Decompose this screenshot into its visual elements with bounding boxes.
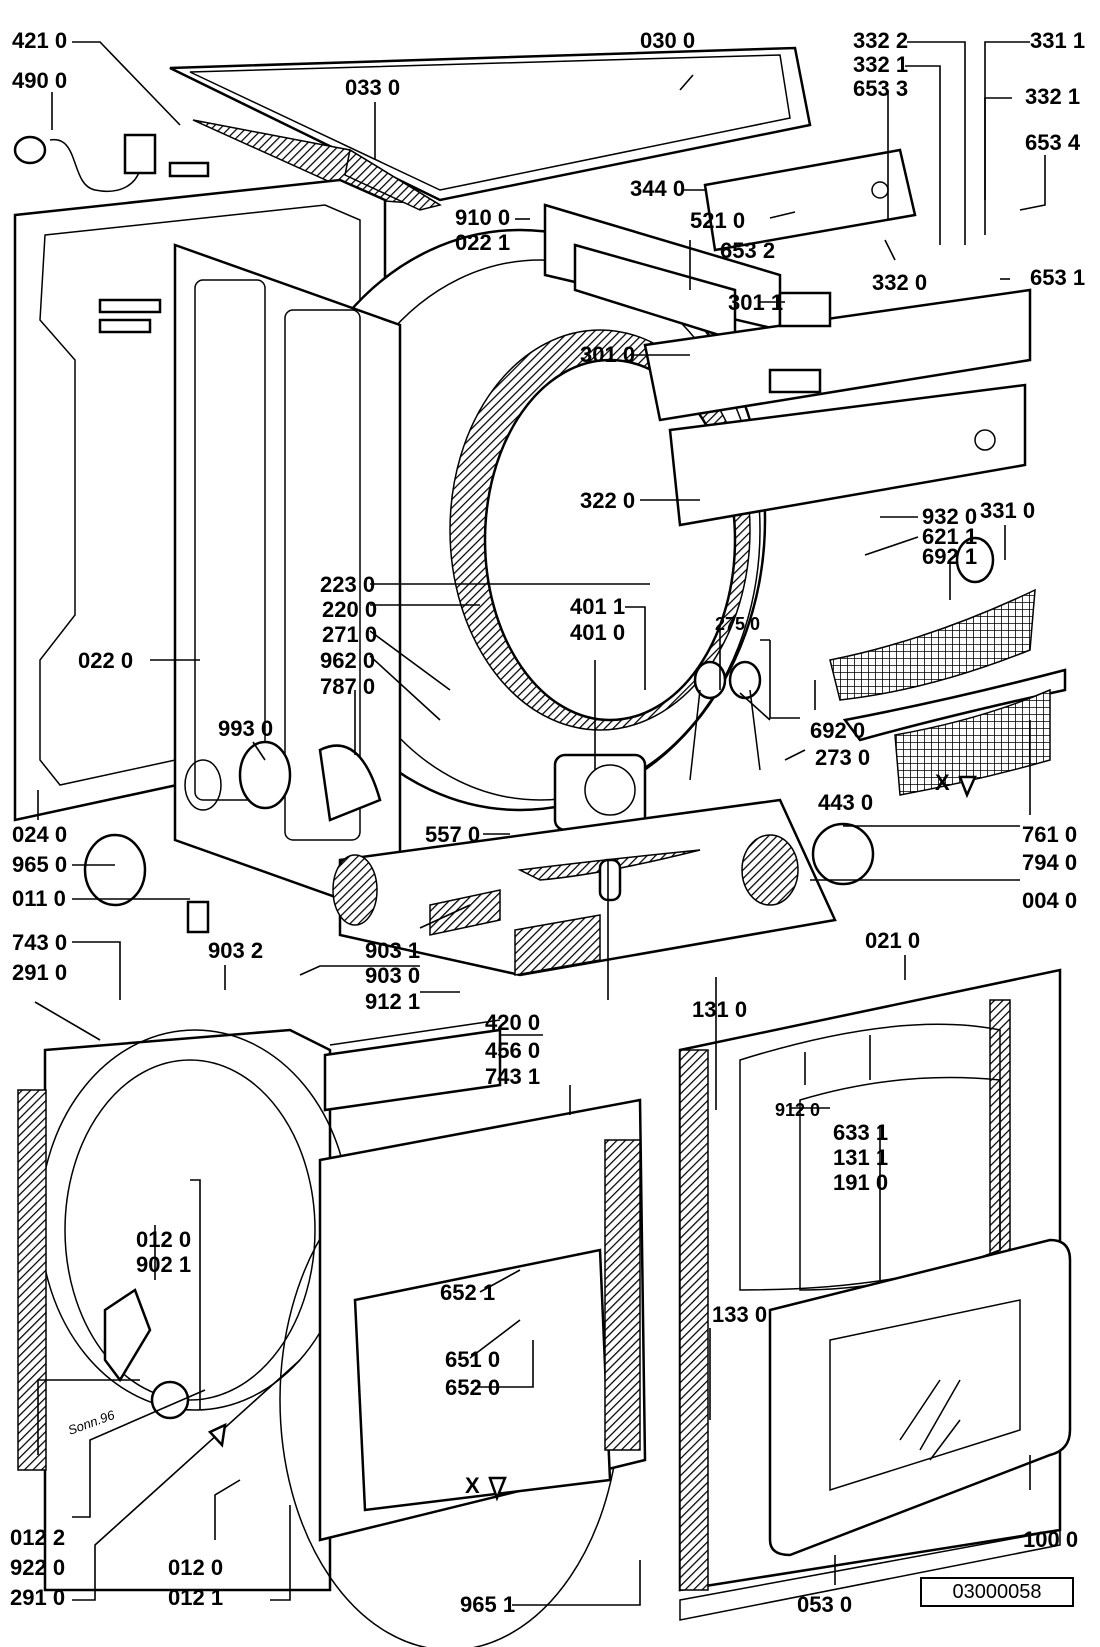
- part-label: 993 0: [218, 716, 273, 741]
- part-label: 223 0: [320, 572, 375, 597]
- part-label: 903 2: [208, 938, 263, 963]
- direction-label-filter: X: [935, 770, 950, 795]
- part-label: 191 0: [833, 1170, 888, 1195]
- part-label: 301 0: [580, 342, 635, 367]
- part-label: 653 2: [720, 238, 775, 263]
- part-label: 922 0: [10, 1555, 65, 1580]
- part-label: 322 0: [580, 488, 635, 513]
- part-label: 012 2: [10, 1525, 65, 1550]
- part-label: 332 1: [1025, 84, 1080, 109]
- part-label: 030 0: [640, 28, 695, 53]
- part-label: 794 0: [1022, 850, 1077, 875]
- document-id-box: 03000058: [920, 1577, 1074, 1607]
- part-label: 022 1: [455, 230, 510, 255]
- part-label: 787 0: [320, 674, 375, 699]
- part-label: 271 0: [322, 622, 377, 647]
- part-label: 331 0: [980, 498, 1035, 523]
- part-label: 621 1: [922, 524, 977, 549]
- part-label: 275 0: [715, 614, 760, 634]
- base-frame: [332, 798, 837, 977]
- part-label: 965 1: [460, 1592, 515, 1617]
- part-label: 420 0: [485, 1010, 540, 1035]
- knob: [955, 536, 995, 584]
- part-label: 053 0: [797, 1592, 852, 1617]
- part-label: 401 1: [570, 594, 625, 619]
- part-label: 633 1: [833, 1120, 888, 1145]
- part-label: 004 0: [1022, 888, 1077, 913]
- direction-arrow-icon: [488, 1476, 507, 1502]
- part-label: 131 1: [833, 1145, 888, 1170]
- part-label: 557 0: [425, 822, 480, 847]
- part-label: 443 0: [818, 790, 873, 815]
- small-parts: [83, 744, 875, 934]
- part-label: 652 0: [445, 1375, 500, 1400]
- part-label: 692 1: [922, 544, 977, 569]
- part-label: 012 0: [168, 1555, 223, 1580]
- part-label: 401 0: [570, 620, 625, 645]
- part-label: 962 0: [320, 648, 375, 673]
- part-label: 743 0: [12, 930, 67, 955]
- rear-panel: [17, 1028, 351, 1592]
- part-label: 910 0: [455, 205, 510, 230]
- part-label: 100 0: [1023, 1527, 1078, 1552]
- part-label: 021 0: [865, 928, 920, 953]
- part-label: 291 0: [10, 1585, 65, 1610]
- part-label: 932 0: [922, 504, 977, 529]
- leader-lines: [34, 41, 1046, 1606]
- heater: [323, 1019, 502, 1112]
- bearing-assembly: [279, 1098, 647, 1647]
- part-label: 692 0: [810, 718, 865, 743]
- part-label: 011 0: [12, 886, 66, 911]
- part-label: 490 0: [12, 68, 67, 93]
- part-label: 301 1: [728, 290, 783, 315]
- part-label: 965 0: [12, 852, 67, 877]
- part-label: 743 1: [485, 1064, 540, 1089]
- part-label: 332 2: [853, 28, 908, 53]
- part-label: 012 0: [136, 1227, 191, 1252]
- door: [679, 1238, 1072, 1621]
- part-label: 332 1: [853, 52, 908, 77]
- control-panel: [643, 288, 1032, 422]
- part-label: 331 1: [1030, 28, 1085, 53]
- part-label: 033 0: [345, 75, 400, 100]
- part-label: 902 1: [136, 1252, 191, 1277]
- part-label: 521 0: [690, 208, 745, 233]
- part-labels: 421 0 490 0 030 0 033 0 332 2 332 1 653 …: [10, 28, 1085, 1617]
- part-label: 653 4: [1025, 130, 1081, 155]
- part-label: 332 0: [872, 270, 927, 295]
- part-label: 220 0: [322, 597, 377, 622]
- power-cord: [13, 133, 210, 192]
- part-label: 022 0: [78, 648, 133, 673]
- part-label: 761 0: [1022, 822, 1077, 847]
- part-label: 024 0: [12, 822, 67, 847]
- part-label: 912 0: [775, 1100, 820, 1120]
- part-label: 291 0: [12, 960, 67, 985]
- control-pcb: [703, 148, 917, 252]
- part-label: 653 3: [853, 76, 908, 101]
- top-cover: [169, 46, 812, 211]
- direction-arrow-icon: [207, 1422, 227, 1448]
- part-label: 133 0: [712, 1302, 767, 1327]
- direction-arrow-icon: [958, 775, 977, 799]
- part-label: 912 1: [365, 989, 420, 1014]
- fascia: [668, 383, 1027, 527]
- door-hinge: [689, 660, 762, 781]
- part-label: 651 0: [445, 1347, 500, 1372]
- part-label: 903 1: [365, 938, 420, 963]
- motor: [553, 753, 647, 832]
- part-label: 652 1: [440, 1280, 495, 1305]
- part-label: 273 0: [815, 745, 870, 770]
- part-label: 131 0: [692, 997, 747, 1022]
- part-label: 456 0: [485, 1038, 540, 1063]
- part-label: 012 1: [168, 1585, 223, 1610]
- part-label: 903 0: [365, 963, 420, 988]
- lint-filter: [829, 588, 1067, 796]
- part-label: 421 0: [12, 28, 67, 53]
- part-label: 653 1: [1030, 265, 1085, 290]
- part-label: 344 0: [630, 176, 685, 201]
- direction-label-rear: X: [465, 1473, 480, 1498]
